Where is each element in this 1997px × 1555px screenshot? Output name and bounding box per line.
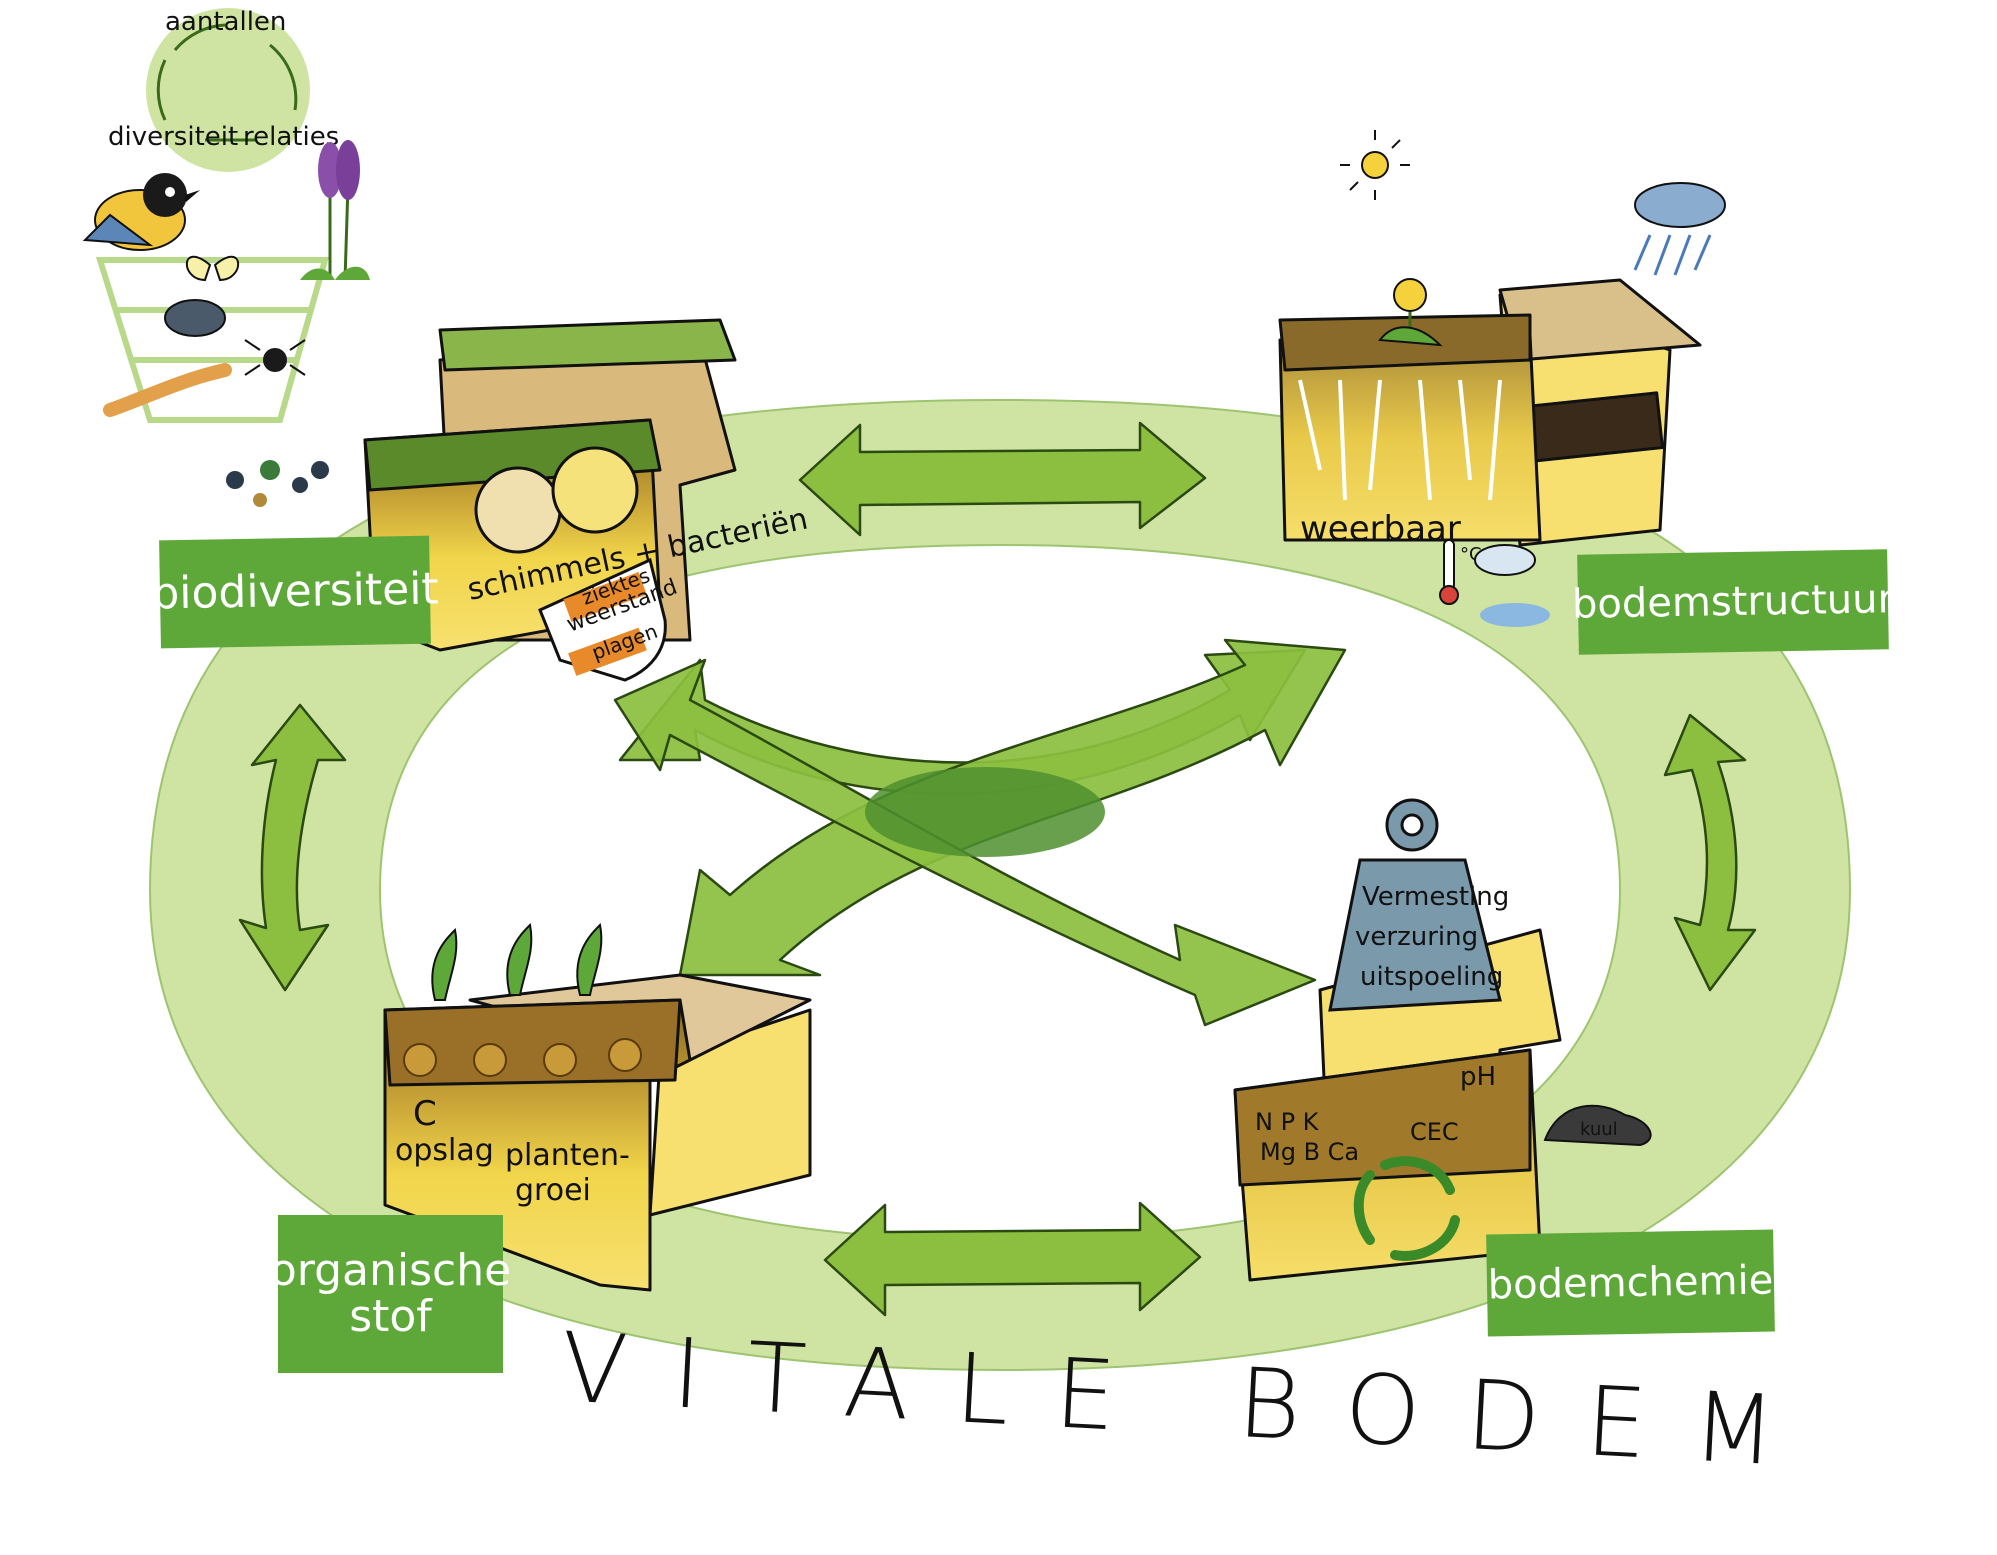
chem-npk: N P K xyxy=(1255,1108,1320,1136)
rain-cloud-icon xyxy=(1633,182,1726,276)
dandelion-icon xyxy=(1378,278,1443,347)
label-bodemchemie: bodemchemie xyxy=(1486,1229,1775,1337)
label-bodemstructuur: bodemstructuur xyxy=(1572,549,1894,655)
organic-planten: planten- xyxy=(505,1138,630,1173)
label-organische-stof: organische stof xyxy=(270,1215,511,1373)
woodlouse-icon xyxy=(164,299,226,337)
water-splash-icon xyxy=(1474,544,1550,627)
ring-arrow-top xyxy=(798,421,1207,537)
spider-icon xyxy=(244,339,306,376)
manure-text: kuul xyxy=(1580,1119,1618,1140)
ring-arrow-bottom xyxy=(823,1201,1202,1317)
soil-bugs-icon xyxy=(226,460,329,507)
organic-c: C xyxy=(413,1094,437,1134)
carbon-circles xyxy=(403,1038,642,1077)
label-bodemchemie-text: bodemchemie xyxy=(1487,1257,1774,1309)
recycle-icon xyxy=(1353,1156,1460,1261)
manure-icon xyxy=(1543,1104,1652,1147)
resistance-shield xyxy=(538,557,667,682)
label-bodemstructuur-text: bodemstructuur xyxy=(1571,576,1895,628)
weight-line2: verzuring xyxy=(1355,922,1478,952)
organic-groei: groei xyxy=(515,1173,591,1208)
weight-icon xyxy=(1328,798,1502,1012)
seedlings-icon xyxy=(431,922,603,1001)
cycle-diversiteit: diversiteit xyxy=(108,122,238,152)
bio-cycle: aantallen diversiteit relaties xyxy=(108,7,339,172)
cycle-aantallen: aantallen xyxy=(165,7,286,37)
weight-line1: Vermesting xyxy=(1362,882,1509,912)
cross-center xyxy=(865,767,1105,857)
organic-opslag: opslag xyxy=(395,1133,494,1168)
weerbaar-text: weerbaar xyxy=(1300,509,1461,549)
chem-mgbca: Mg B Ca xyxy=(1260,1138,1359,1166)
label-biodiversiteit: biodiversiteit xyxy=(151,535,439,649)
cross-arrow-3 xyxy=(613,658,1317,1027)
ring-arrow-right xyxy=(1663,713,1757,992)
label-organische-text-1: organische xyxy=(269,1244,512,1296)
butterfly-icon xyxy=(185,255,240,282)
worm-icon xyxy=(103,363,232,417)
label-organische-text-2: stof xyxy=(349,1291,432,1342)
label-biodiversiteit-text: biodiversiteit xyxy=(150,563,440,620)
chem-cec: CEC xyxy=(1410,1118,1459,1146)
bird-icon xyxy=(82,173,200,251)
weight-line3: uitspoeling xyxy=(1360,962,1503,992)
thermometer-icon xyxy=(1439,539,1459,605)
ring-arrow-left xyxy=(238,703,347,992)
lavender-icon xyxy=(300,140,370,281)
chem-ph: pH xyxy=(1460,1062,1496,1092)
sun-icon xyxy=(1340,130,1410,200)
root-network xyxy=(1298,379,1502,501)
